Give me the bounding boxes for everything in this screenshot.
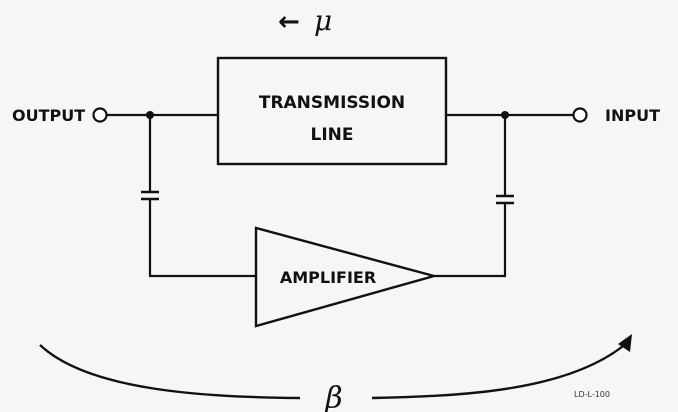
output-terminal <box>92 107 108 123</box>
amplifier-label: AMPLIFIER <box>280 268 376 287</box>
beta-arc-left <box>39 344 301 400</box>
input-label: INPUT <box>605 106 660 125</box>
input-terminal <box>572 107 588 123</box>
amplifier-block <box>254 226 439 328</box>
mu-arrow: ← <box>278 7 300 37</box>
output-label: OUTPUT <box>12 106 85 125</box>
figure-code: LD-L-100 <box>574 390 610 399</box>
transmission-line-block <box>216 56 448 166</box>
beta-symbol: β <box>324 381 342 412</box>
transmission-line-label-1: TRANSMISSION <box>259 93 405 113</box>
transmission-line-label-2: LINE <box>311 125 354 145</box>
right-capacitor-branch <box>434 115 514 278</box>
beta-arrowhead <box>618 334 632 352</box>
left-capacitor-branch <box>141 115 256 278</box>
beta-arc-right <box>371 341 629 400</box>
mu-symbol: μ <box>314 4 332 37</box>
